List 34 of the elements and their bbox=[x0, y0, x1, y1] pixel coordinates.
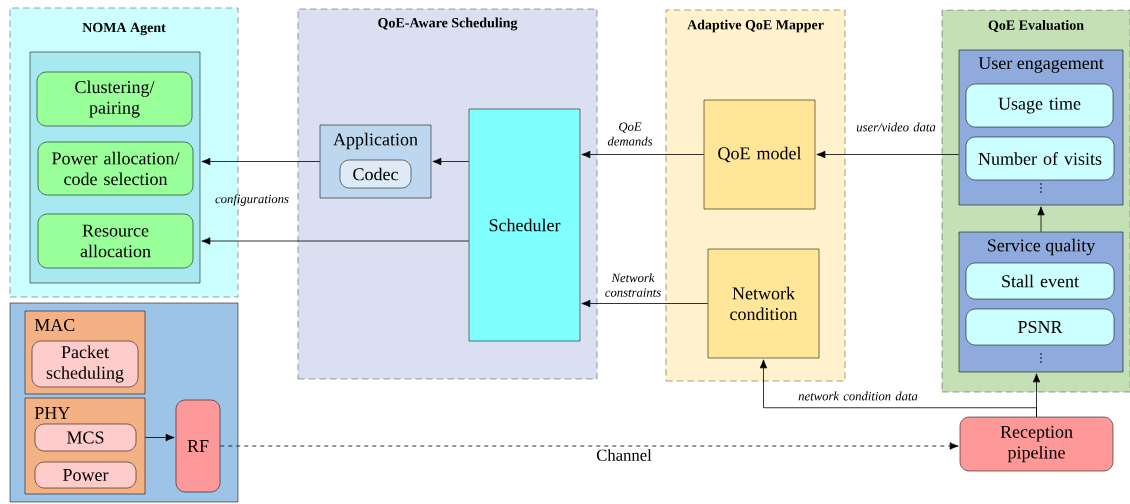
edge-label: configurations bbox=[215, 194, 289, 206]
arrow bbox=[432, 157, 470, 166]
edge-label: Network constraints bbox=[605, 273, 661, 297]
process-box: Codec bbox=[339, 159, 412, 189]
process-box: Power allocation/ code selection bbox=[37, 141, 194, 196]
arrow bbox=[1037, 206, 1045, 233]
process-box: Reception pipeline bbox=[959, 416, 1114, 472]
process-box: Network condition bbox=[707, 248, 820, 359]
process-box: Packet scheduling bbox=[31, 340, 139, 388]
process-box: Scheduler bbox=[468, 108, 581, 342]
dashed-arrow bbox=[219, 442, 959, 450]
arrow bbox=[759, 359, 1037, 418]
arrow bbox=[201, 157, 321, 166]
edge-label: network condition data bbox=[798, 391, 918, 401]
arrow bbox=[144, 433, 175, 442]
process-box: MCS bbox=[34, 423, 137, 452]
process-box: Stall event bbox=[965, 262, 1115, 300]
edge-label: user/video data bbox=[856, 122, 936, 132]
arrow bbox=[201, 237, 470, 245]
arrow bbox=[581, 299, 709, 308]
arrow bbox=[581, 150, 705, 159]
edge-label: QoE demands bbox=[607, 122, 653, 146]
edge-label: Channel bbox=[596, 449, 652, 461]
arrow bbox=[816, 150, 960, 159]
process-box: Number of visits bbox=[965, 136, 1115, 181]
process-box: RF bbox=[175, 399, 221, 493]
process-box: Usage time bbox=[965, 83, 1114, 128]
process-box: PSNR bbox=[965, 308, 1115, 346]
ellipsis: ⋮ bbox=[1040, 353, 1042, 363]
process-box: QoE model bbox=[703, 99, 816, 210]
ellipsis: ⋮ bbox=[1040, 183, 1042, 193]
process-box: Clustering/ pairing bbox=[36, 71, 193, 127]
process-box: Power bbox=[34, 461, 137, 489]
process-box: Resource allocation bbox=[37, 213, 194, 269]
